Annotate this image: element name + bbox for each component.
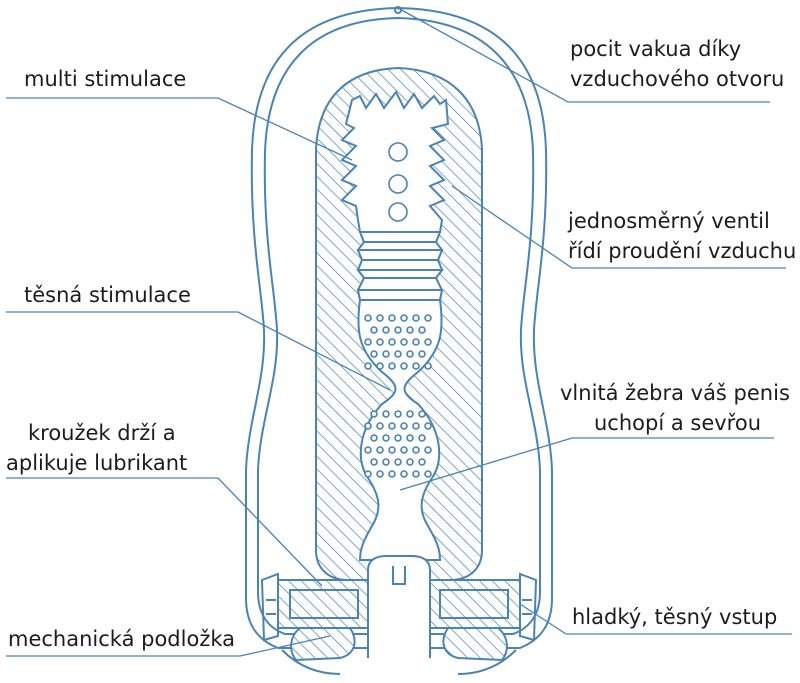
label-tight-stimulation: těsná stimulace [24, 283, 191, 307]
right-ring-insert [439, 589, 509, 619]
nub [412, 422, 420, 430]
nub [364, 362, 372, 370]
label-valve-line2: řídí proudění vzduchu [568, 239, 796, 263]
label-mechanical-pad: mechanická podložka [8, 627, 235, 651]
cup-outer-shell [245, 6, 553, 649]
label-smooth-entry: hladký, těsný vstup [572, 605, 777, 629]
nub [364, 446, 372, 454]
nub [364, 314, 372, 322]
inner-canal [340, 90, 450, 561]
nub [400, 446, 408, 454]
nub [412, 314, 420, 322]
nub [418, 434, 426, 442]
nub [394, 410, 402, 418]
mechanical-pad [290, 627, 356, 662]
label-vacuum-line1: pocit vakua díky [570, 37, 741, 61]
nub [382, 410, 390, 418]
nub [370, 458, 378, 466]
nub [394, 434, 402, 442]
nub [400, 314, 408, 322]
nub [406, 434, 414, 442]
chamber-holes [388, 142, 408, 222]
nub [376, 314, 384, 322]
label-ribs-line1: vlnitá žebra váš penis [560, 381, 790, 405]
nub [400, 338, 408, 346]
nub [364, 338, 372, 346]
nub [418, 458, 426, 466]
nub [376, 422, 384, 430]
entry-opening [367, 555, 431, 658]
nub [412, 446, 420, 454]
nub [394, 350, 402, 358]
nub [412, 362, 420, 370]
nub [418, 350, 426, 358]
nub [388, 362, 396, 370]
nub [376, 362, 384, 370]
nub [412, 338, 420, 346]
nub [400, 470, 408, 478]
nub [376, 338, 384, 346]
label-valve-line1: jednosměrný ventil [567, 209, 770, 233]
label-vacuum-line2: vzduchového otvoru [570, 67, 784, 91]
nub [406, 410, 414, 418]
nub [370, 410, 378, 418]
nub [424, 338, 432, 346]
nub [388, 470, 396, 478]
nub [394, 326, 402, 334]
label-ring-line1: kroužek drží a [28, 421, 176, 445]
nub [406, 458, 414, 466]
nub [388, 446, 396, 454]
nub [400, 362, 408, 370]
nub [400, 422, 408, 430]
nub [406, 326, 414, 334]
label-ribs-line2: uchopí a sevřou [594, 411, 761, 435]
base-assembly [260, 555, 538, 675]
nub [424, 422, 432, 430]
label-multi-stimulation: multi stimulace [24, 67, 186, 91]
label-ring-line2: aplikuje lubrikant [6, 451, 187, 475]
nub [382, 458, 390, 466]
nub [388, 338, 396, 346]
nub [376, 470, 384, 478]
nub [406, 350, 414, 358]
nub [388, 314, 396, 322]
nub [382, 434, 390, 442]
nub [382, 350, 390, 358]
nub [394, 458, 402, 466]
nub [364, 470, 372, 478]
nub [370, 350, 378, 358]
nub [424, 362, 432, 370]
nub [388, 422, 396, 430]
stimulation-nubs [364, 314, 432, 478]
nub [418, 326, 426, 334]
air-hole [394, 6, 402, 14]
valve-ribs [356, 231, 444, 301]
nub [370, 434, 378, 442]
nub [412, 470, 420, 478]
nub [364, 422, 372, 430]
nub [424, 470, 432, 478]
nub [424, 446, 432, 454]
nub [370, 326, 378, 334]
nub [418, 410, 426, 418]
left-ring-insert [289, 589, 359, 619]
leader-lines [6, 7, 792, 657]
nub [382, 326, 390, 334]
nub [424, 314, 432, 322]
nub [376, 446, 384, 454]
